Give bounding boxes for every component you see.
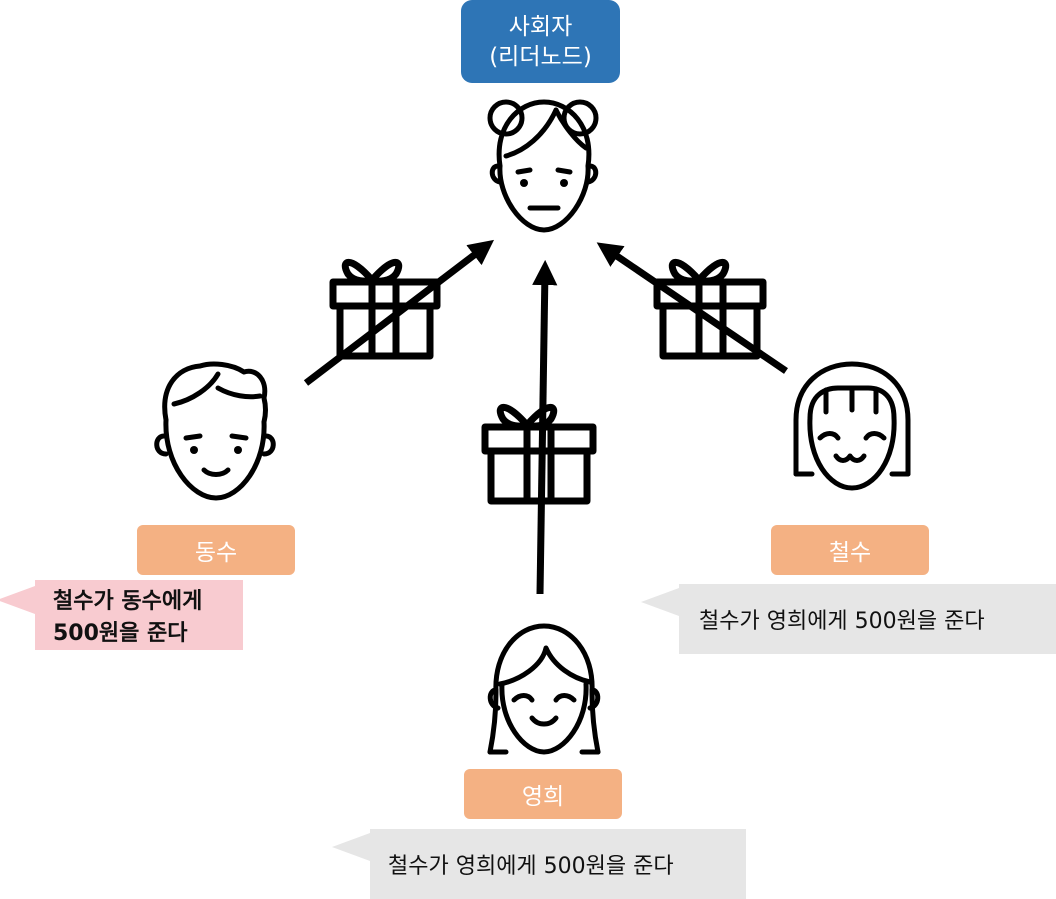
gift-box-icon [481, 403, 597, 505]
name-label: 영희 [521, 784, 565, 810]
girl-icon [487, 623, 601, 755]
name-badge-dongsu: 동수 [137, 525, 295, 575]
name-label: 동수 [194, 540, 238, 566]
bubble-tail [0, 586, 35, 614]
leader-label-line1: 사회자 [508, 13, 573, 40]
name-badge-younghee: 영희 [464, 769, 622, 819]
message-text: 철수가 동수에게 500원을 준다 [53, 589, 203, 646]
message-bubble-younghee: 철수가 영희에게 500원을 준다 [332, 829, 746, 899]
message-bubble-dongsu: 철수가 동수에게 500원을 준다 [0, 580, 243, 650]
boy-icon [154, 361, 276, 501]
message-text: 철수가 영희에게 500원을 준다 [388, 854, 674, 879]
leader-label-line2: (리더노드) [489, 43, 592, 70]
bubble-tail [332, 833, 370, 861]
girl-with-buns-icon [487, 99, 599, 233]
gift-box-icon [653, 258, 767, 360]
arrow-icon [532, 259, 558, 595]
name-badge-cheolsu: 철수 [771, 525, 929, 575]
bubble-tail [641, 588, 679, 616]
leader-label: 사회자 (리더노드) [461, 0, 620, 83]
gift-box-icon [329, 258, 441, 360]
message-bubble-cheolsu: 철수가 영희에게 500원을 준다 [641, 584, 1056, 654]
girl-with-bangs-icon [793, 361, 911, 491]
message-text: 철수가 영희에게 500원을 준다 [699, 609, 985, 634]
name-label: 철수 [828, 540, 872, 566]
